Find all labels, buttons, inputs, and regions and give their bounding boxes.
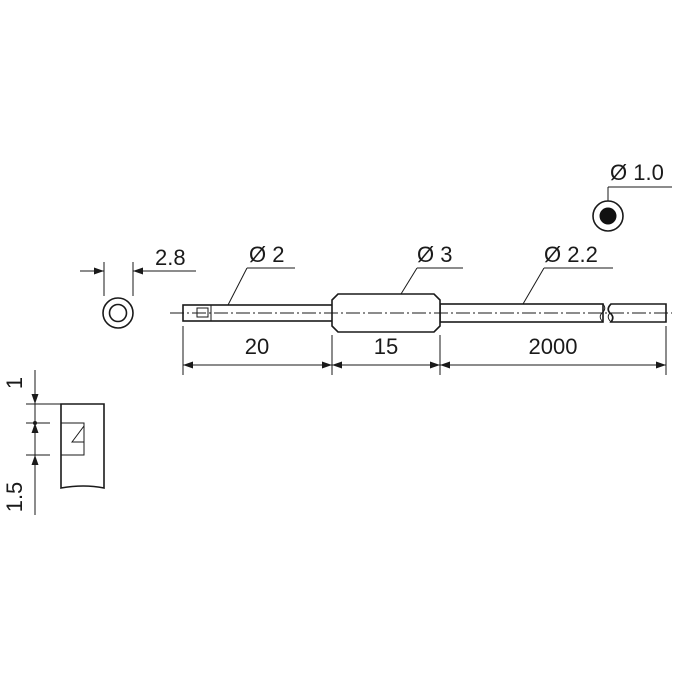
cable-length-label: 2000	[529, 334, 578, 359]
slot-lower-dimension-label: 1.5	[2, 482, 27, 513]
slot-detail: 1 1.5	[2, 370, 105, 515]
fiber-core-section: Ø 1.0	[592, 160, 672, 232]
tip-end-view: 2.8	[80, 245, 196, 329]
center-sleeve-diameter-label: Ø 3	[417, 242, 452, 267]
center-sleeve-length-label: 15	[374, 334, 398, 359]
length-dimensions: 20 15 2000	[182, 326, 667, 375]
diameter-leaders: Ø 2 Ø 3 Ø 2.2	[227, 242, 613, 306]
end-width-label: 2.8	[155, 245, 186, 270]
core-diameter-label: Ø 1.0	[610, 160, 664, 185]
end-sleeve-diameter-label: Ø 2	[249, 242, 284, 267]
fiber-assembly-side-view	[170, 293, 672, 333]
end-sleeve-length-label: 20	[245, 334, 269, 359]
slot-upper-dimension-label: 1	[2, 377, 27, 389]
cable-diameter-label: Ø 2.2	[544, 242, 598, 267]
